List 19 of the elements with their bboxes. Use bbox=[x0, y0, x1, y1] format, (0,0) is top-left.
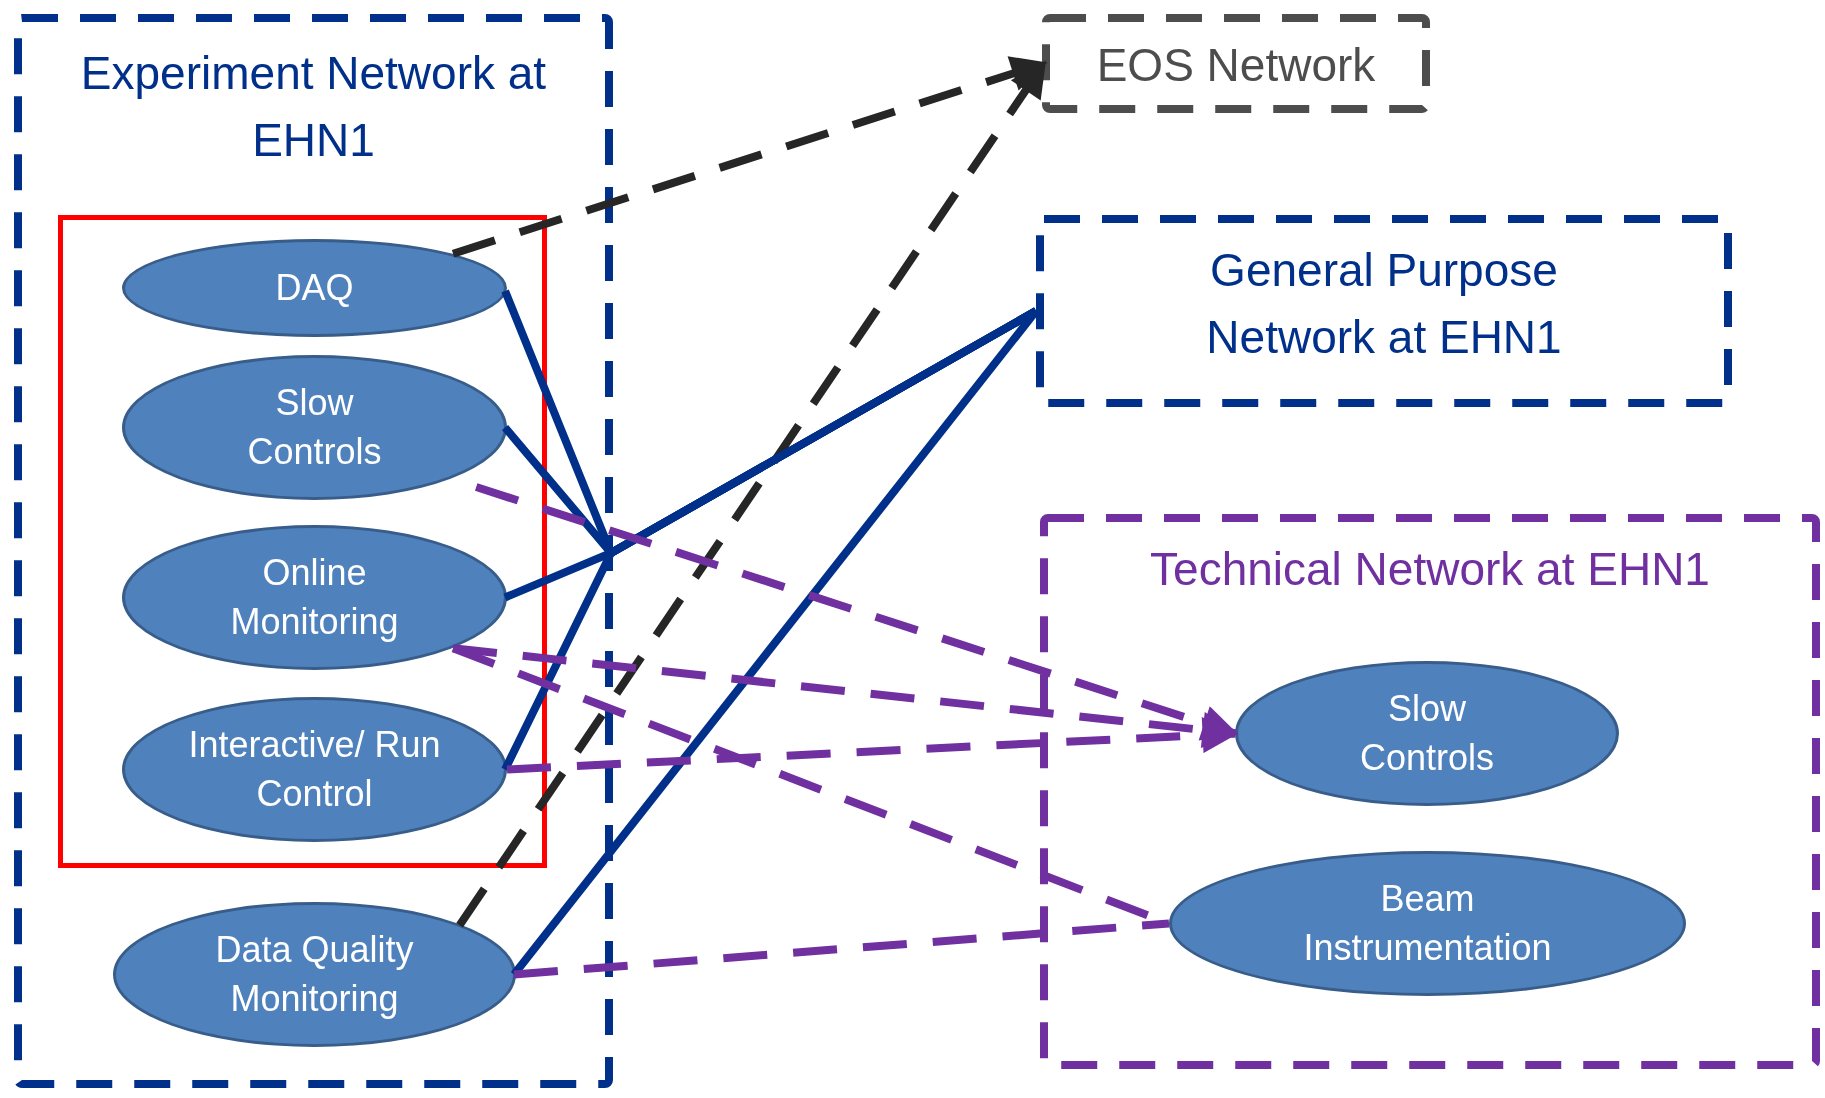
network-service-ellipse: Slow Controls bbox=[122, 355, 507, 500]
network-service-ellipse: Online Monitoring bbox=[122, 525, 507, 670]
experiment-network-zone bbox=[14, 14, 613, 1088]
network-service-ellipse: Interactive/ Run Control bbox=[122, 697, 507, 842]
general-purpose-network-zone bbox=[1036, 215, 1732, 407]
network-title: General Purpose Network at EHN1 bbox=[1205, 243, 1563, 365]
arrow bbox=[451, 56, 1048, 258]
network-title: Experiment Network at EHN1 bbox=[79, 46, 548, 168]
network-title: EOS Network bbox=[1095, 38, 1377, 93]
group-frame bbox=[58, 215, 547, 868]
network-service-ellipse: Slow Controls bbox=[1235, 661, 1619, 806]
technical-network-zone bbox=[1040, 514, 1820, 1069]
network-title: Technical Network at EHN1 bbox=[1149, 542, 1711, 597]
network-service-ellipse: Data Quality Monitoring bbox=[113, 902, 516, 1047]
arrow bbox=[456, 60, 1048, 928]
eos-network-zone bbox=[1042, 14, 1430, 113]
connector-line bbox=[501, 307, 1038, 772]
network-service-ellipse: Beam Instrumentation bbox=[1169, 851, 1686, 996]
network-service-ellipse: DAQ bbox=[122, 239, 507, 337]
